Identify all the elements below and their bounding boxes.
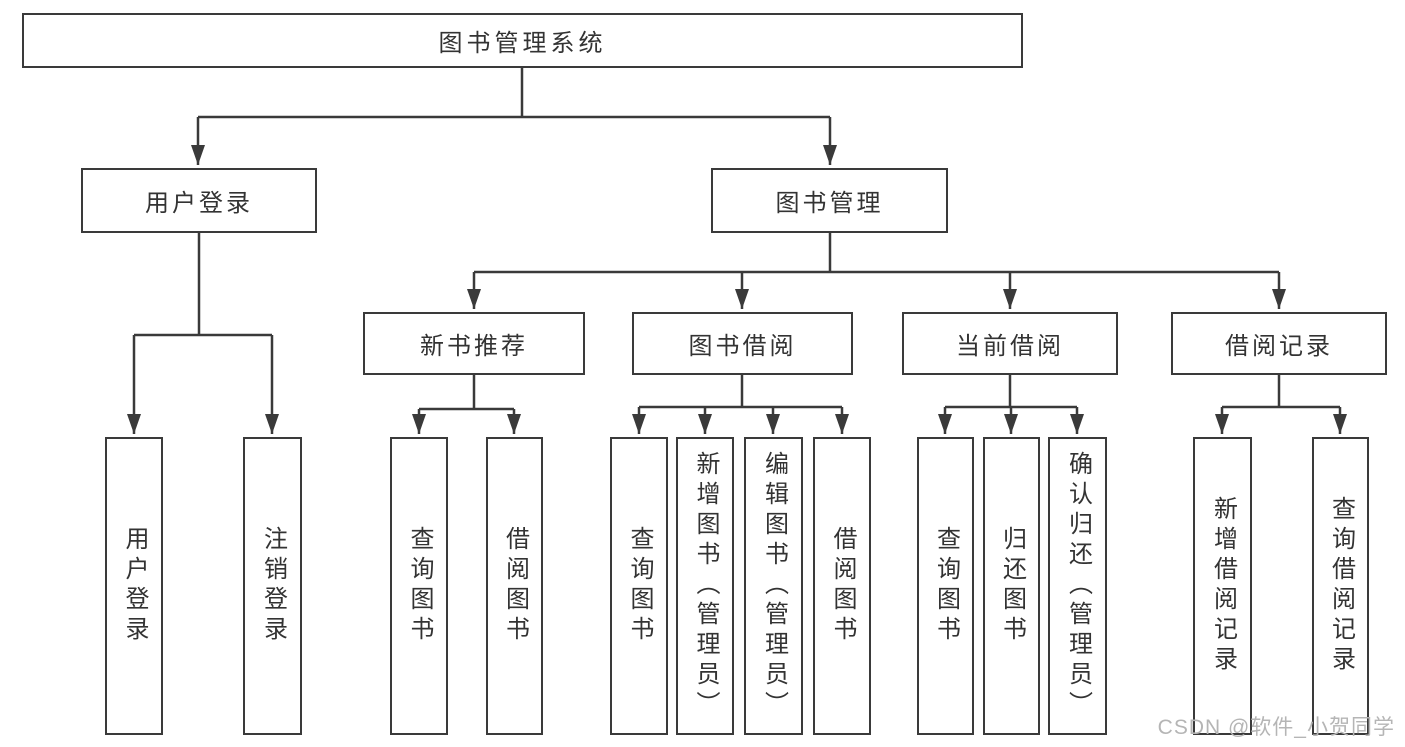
node-book-borrow: 图书借阅 — [632, 312, 853, 375]
leaf-return-book-label: 归还图书 — [998, 526, 1026, 646]
leaf-user-login-label: 用户登录 — [121, 526, 148, 646]
leaf-borrow-books-recommend: 借阅图书 — [486, 437, 543, 735]
leaf-query-borrow-record-label: 查询借阅记录 — [1327, 496, 1355, 676]
leaf-query-books-current: 查询图书 — [917, 437, 974, 735]
node-new-book-recommend-label: 新书推荐 — [420, 333, 528, 360]
node-book-management: 图书管理 — [711, 168, 948, 233]
leaf-add-book-admin: 新增图书（管理员） — [676, 437, 734, 735]
leaf-borrow-books-recommend-label: 借阅图书 — [501, 526, 529, 646]
leaf-edit-book-admin-label: 编辑图书（管理员） — [760, 451, 788, 721]
leaf-add-borrow-record: 新增借阅记录 — [1193, 437, 1252, 735]
csdn-watermark: CSDN @软件_小贺同学 — [1157, 716, 1395, 739]
node-user-login-label: 用户登录 — [145, 190, 253, 217]
leaf-user-login: 用户登录 — [105, 437, 163, 735]
leaf-logout-label: 注销登录 — [259, 526, 287, 646]
leaf-borrow-books-2: 借阅图书 — [813, 437, 871, 735]
leaf-borrow-books-2-label: 借阅图书 — [829, 526, 856, 646]
leaf-query-borrow-record: 查询借阅记录 — [1312, 437, 1369, 735]
node-book-borrow-label: 图书借阅 — [688, 333, 797, 360]
leaf-confirm-return-admin-label: 确认归还（管理员） — [1064, 451, 1092, 721]
node-root-label: 图书管理系统 — [438, 30, 607, 57]
node-current-borrow-label: 当前借阅 — [956, 333, 1064, 360]
leaf-query-books-current-label: 查询图书 — [932, 526, 960, 646]
leaf-return-book: 归还图书 — [983, 437, 1040, 735]
node-book-management-label: 图书管理 — [775, 190, 884, 217]
leaf-confirm-return-admin: 确认归还（管理员） — [1048, 437, 1107, 735]
node-user-login: 用户登录 — [81, 168, 317, 233]
leaf-query-books-borrow-label: 查询图书 — [626, 526, 653, 646]
node-root: 图书管理系统 — [22, 13, 1023, 68]
leaf-add-book-admin-label: 新增图书（管理员） — [692, 451, 719, 721]
leaf-add-borrow-record-label: 新增借阅记录 — [1209, 496, 1237, 676]
leaf-query-books-borrow: 查询图书 — [610, 437, 668, 735]
node-borrow-records-label: 借阅记录 — [1225, 333, 1333, 360]
leaf-query-books-recommend: 查询图书 — [390, 437, 448, 735]
node-current-borrow: 当前借阅 — [902, 312, 1118, 375]
leaf-logout: 注销登录 — [243, 437, 302, 735]
node-new-book-recommend: 新书推荐 — [363, 312, 585, 375]
leaf-edit-book-admin: 编辑图书（管理员） — [744, 437, 803, 735]
leaf-query-books-recommend-label: 查询图书 — [406, 526, 433, 646]
node-borrow-records: 借阅记录 — [1171, 312, 1387, 375]
